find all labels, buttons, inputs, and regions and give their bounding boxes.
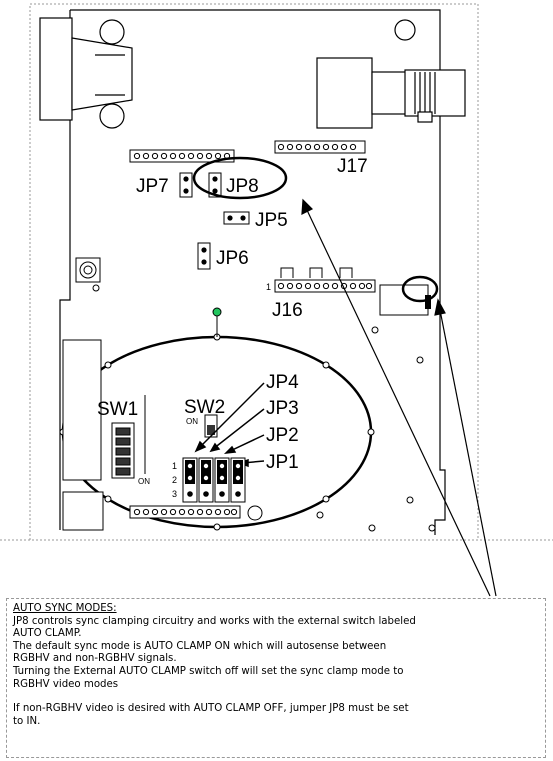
jp7-jumper (179, 172, 193, 198)
auto-sync-notes: AUTO SYNC MODES: JP8 controls sync clamp… (6, 598, 546, 758)
j16-pin1-label: 1 (266, 282, 271, 292)
jp5-jumper (223, 211, 250, 225)
jp8-highlight-ellipse (192, 156, 288, 200)
switch-highlight-ellipse (401, 275, 439, 303)
left-connector-block (62, 339, 102, 481)
sw1-dip-switch (111, 422, 135, 479)
row-3-label: 3 (172, 489, 177, 499)
board-diagram: J17 JP7 JP8 JP5 JP6 (0, 3, 553, 597)
top-left-header (129, 149, 235, 163)
jp6-jumper (197, 242, 211, 270)
jp4-label: JP4 (266, 372, 299, 393)
notes-line: to IN. (13, 715, 41, 727)
j17-header (274, 140, 366, 154)
jp3-label: JP3 (266, 398, 299, 419)
notes-line: AUTO CLAMP. (13, 628, 82, 640)
notes-line: The default sync mode is AUTO CLAMP ON w… (13, 640, 387, 652)
notes-line: If non-RGBHV video is desired with AUTO … (13, 703, 409, 715)
j16-header (274, 267, 376, 293)
j16-label: J16 (272, 300, 303, 321)
jp8-label: JP8 (226, 176, 259, 197)
jp7-label: JP7 (136, 176, 169, 197)
notes-heading: AUTO SYNC MODES: (13, 603, 117, 614)
row-2-label: 2 (172, 475, 177, 485)
jp6-label: JP6 (216, 248, 249, 269)
pcb-outline (59, 9, 446, 535)
jp5-label: JP5 (255, 210, 288, 231)
jp1-jp4-jumpers (182, 457, 246, 503)
sw1-on-label: ON (138, 477, 150, 486)
jp8-jumper (208, 172, 222, 198)
sw2-lever (207, 425, 215, 435)
pointer-arrows (301, 198, 497, 597)
notes-line: RGBHV video modes (13, 678, 119, 690)
jp1-label: JP1 (266, 452, 299, 473)
sw1-label: SW1 (97, 399, 138, 420)
sw2-on-label: ON (186, 417, 198, 426)
db-connector (39, 17, 133, 129)
sw2-label: SW2 (184, 397, 225, 418)
bottom-hole (247, 505, 263, 521)
jp2-label: JP2 (266, 425, 299, 446)
j17-label: J17 (337, 156, 368, 177)
bottom-header (129, 505, 241, 519)
notes-line: JP8 controls sync clamping circuitry and… (13, 615, 416, 627)
rca-connector (316, 57, 466, 129)
mounting-hole (394, 19, 416, 41)
audio-jack (62, 491, 104, 531)
push-button (75, 257, 101, 283)
rotate-handle (212, 307, 222, 317)
mounting-holes (92, 284, 436, 532)
switch-lever (425, 295, 431, 309)
notes-line: RGBHV and non-RGBHV signals. (13, 653, 177, 665)
row-1-label: 1 (172, 461, 177, 471)
notes-line: Turning the External AUTO CLAMP switch o… (13, 665, 404, 677)
